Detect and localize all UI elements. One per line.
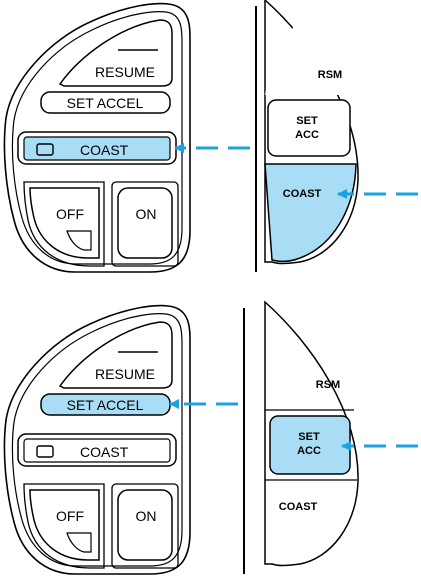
resume-label: RESUME [95, 64, 155, 80]
rsm-button[interactable]: RSM [265, 20, 350, 95]
coast-label: COAST [80, 444, 129, 460]
off-label: OFF [56, 206, 84, 222]
on-button[interactable]: ON [111, 181, 179, 267]
indicator-lamp-icon [36, 445, 54, 458]
on-label: ON [136, 206, 157, 222]
rsm-label: RSM [318, 69, 342, 81]
on-label: ON [136, 508, 157, 524]
set-acc-line1: SET [298, 431, 320, 443]
set-accel-label: SET ACCEL [67, 95, 144, 111]
off-label: OFF [56, 508, 84, 524]
off-button-recess-icon [66, 532, 92, 553]
set-acc-button[interactable]: SET ACC [265, 409, 357, 481]
set-accel-label: SET ACCEL [67, 397, 144, 413]
off-button[interactable]: OFF [23, 181, 105, 267]
coast-label: COAST [80, 142, 129, 158]
set-accel-button[interactable]: SET ACCEL [40, 91, 171, 114]
panel-set: RESUME SET ACCEL COAST OFF ON [3, 300, 418, 575]
off-button[interactable]: OFF [23, 483, 105, 569]
resume-button[interactable]: RESUME [58, 19, 173, 87]
indicator-lamp-icon [36, 143, 54, 156]
on-button[interactable]: ON [111, 483, 179, 569]
coast-rocker[interactable]: COAST [279, 501, 318, 513]
resume-button[interactable]: RESUME [58, 321, 173, 389]
rsm-button[interactable]: RSM [316, 379, 340, 391]
panel-coast: RESUME SET ACCEL COAST OFF ON [3, 0, 418, 273]
coast-rocker[interactable]: COAST [264, 163, 357, 263]
off-button-recess-icon [66, 230, 92, 251]
set-accel-button[interactable]: SET ACCEL [40, 393, 171, 416]
set-acc-button[interactable]: SET ACC [267, 99, 351, 157]
set-acc-line2: ACC [295, 129, 319, 141]
coast-rocker-label: COAST [283, 188, 322, 200]
resume-label: RESUME [95, 366, 155, 382]
set-acc-line1: SET [296, 115, 318, 127]
coast-rocker-label: COAST [279, 501, 318, 513]
set-acc-line2: ACC [297, 445, 321, 457]
coast-button[interactable]: COAST [17, 433, 177, 467]
coast-button[interactable]: COAST [17, 131, 177, 165]
rsm-label: RSM [316, 379, 340, 391]
